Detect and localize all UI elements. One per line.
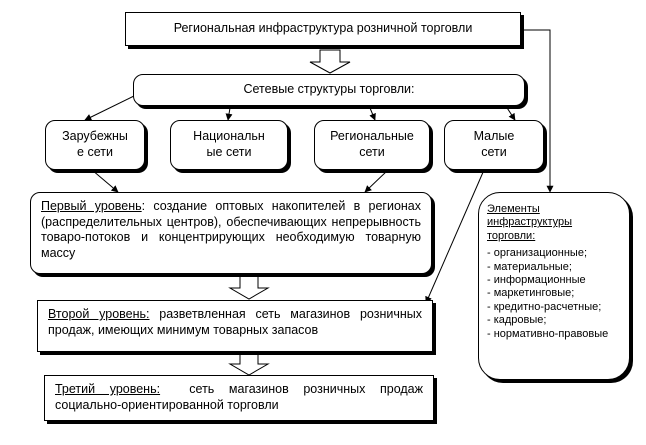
arrow-small-level2 (425, 169, 485, 304)
level1-text: : создание оптовых накопителей в региона… (41, 199, 421, 260)
retail-infrastructure-title: Региональная инфраструктура розничной то… (173, 21, 473, 36)
arrow-to-regional (369, 107, 376, 121)
network-structures-title: Сетевые структуры торговли: (243, 82, 415, 97)
list-item: - нормативно-правовые (487, 327, 609, 340)
elements-list: - организационные; - материальные; - инф… (487, 247, 621, 341)
list-item: - кадровые; (487, 314, 547, 327)
level3-title: Третий уровень: (55, 382, 161, 396)
level1-title: Первый уровень (41, 199, 142, 213)
list-item: - организационные; (487, 247, 588, 260)
level2-box: Второй уровень: разветвленная сеть магаз… (37, 300, 433, 352)
list-item: - кредитно-расчетные; (487, 300, 602, 313)
level2-text: разветвленная сеть магазинов розничных п… (48, 307, 422, 337)
level3-box: Третий уровень: сеть магазинов розничных… (44, 375, 434, 421)
arrow-regional-level1 (364, 169, 389, 193)
level3-text: сеть магазинов розничных продаж социальн… (55, 382, 427, 412)
list-item: - материальные; (487, 260, 572, 273)
level2-title: Второй уровень: (48, 307, 150, 321)
list-item: - информационные (487, 274, 586, 287)
block-arrow-top (309, 49, 351, 74)
infrastructure-elements-box: Элементы инфраструктуры торговли: - орга… (478, 192, 630, 380)
elements-title: Элементы инфраструктуры торговли: (487, 203, 573, 242)
arrow-top-elements (522, 29, 554, 193)
arrow-to-national (225, 107, 233, 121)
network-structures-box: Сетевые структуры торговли: (133, 74, 525, 106)
level1-box: Первый уровень: создание оптовых накопит… (30, 192, 432, 274)
list-item: - маркетинговые; (487, 287, 575, 300)
arrow-to-foreign (84, 93, 139, 121)
block-arrow-level1-level2 (228, 275, 270, 300)
retail-infrastructure-box: Региональная инфраструктура розничной то… (125, 12, 521, 46)
block-arrow-level2-level3 (228, 353, 270, 376)
arrow-foreign-level1 (91, 169, 119, 193)
